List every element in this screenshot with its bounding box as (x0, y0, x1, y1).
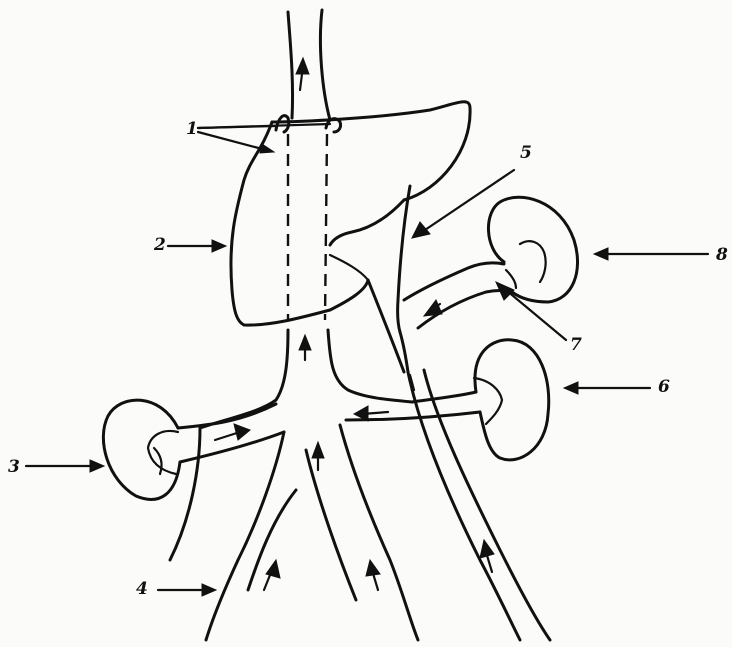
upward-flow-arrow-icon (480, 540, 494, 558)
label-3: 3 (8, 457, 104, 477)
kidney-right (474, 340, 549, 460)
upward-flow-arrow-icon (312, 442, 324, 458)
pointer-arrow-icon (212, 240, 226, 252)
pointer-arrow-icon (412, 222, 430, 238)
label-8-text: 8 (715, 245, 728, 265)
label-1: 1 (186, 119, 330, 153)
label-3-text: 3 (8, 457, 20, 477)
label-2: 2 (153, 235, 226, 255)
right-renal-vein (178, 404, 284, 462)
dashed-course (288, 134, 327, 320)
gonadal-vein (408, 370, 550, 640)
vena-cava-upper (288, 10, 330, 120)
upward-flow-arrow-icon (366, 560, 380, 576)
right-flow-arrow-icon (234, 424, 250, 440)
liver (231, 102, 470, 325)
pointer-arrow-icon (90, 460, 104, 472)
pointer-arrow-icon (564, 382, 578, 394)
label-6: 6 (564, 377, 670, 397)
upward-flow-arrow-icon (296, 58, 309, 74)
label-5: 5 (412, 143, 532, 238)
iliac-veins (170, 425, 418, 640)
kidney-left (103, 400, 180, 499)
upward-flow-arrow-icon (299, 335, 311, 350)
label-2-text: 2 (153, 235, 166, 255)
pointer-arrow-icon (594, 248, 608, 260)
upward-flow-arrow-icon (266, 560, 280, 578)
label-4: 4 (136, 579, 216, 599)
label-4-text: 4 (136, 579, 148, 599)
down-left-flow-arrow-icon (424, 300, 442, 316)
pointer-arrow-icon (202, 584, 216, 596)
label-1-text: 1 (186, 119, 198, 139)
label-8: 8 (594, 245, 728, 265)
label-5-text: 5 (520, 143, 532, 163)
label-7-text: 7 (570, 335, 582, 355)
label-6-text: 6 (658, 377, 670, 397)
adrenal-vein (404, 263, 512, 328)
pointer-arrow-icon (260, 144, 274, 153)
